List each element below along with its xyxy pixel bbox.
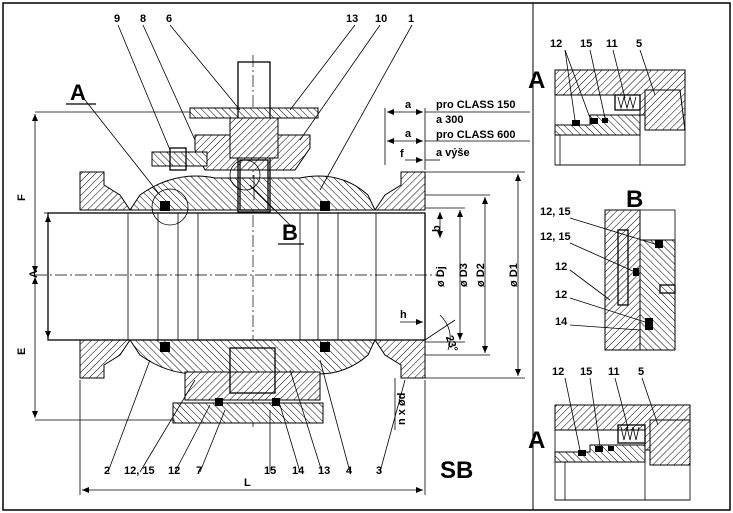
section-marker-b: B	[282, 220, 298, 245]
note-class600-line2: a výše	[436, 147, 470, 159]
detail-a-bottom-part-15: 15	[580, 366, 592, 378]
part-label-15: 15	[264, 465, 276, 477]
part-label-12: 12	[168, 465, 180, 477]
detail-a-bottom-part-11: 11	[608, 366, 620, 378]
dim-f-label: F	[16, 194, 28, 201]
right-flange-bottom	[374, 339, 426, 379]
part-label-6: 6	[166, 13, 172, 25]
dim-a-label: A	[28, 270, 40, 278]
bottom-seal-left	[215, 398, 223, 406]
part-label-13: 13	[346, 13, 358, 25]
seat-ring-left-top	[160, 201, 170, 211]
part-label-14: 14	[292, 465, 305, 477]
detail-a-bottom-part-5: 5	[638, 366, 644, 378]
detail-a-circle	[151, 188, 189, 226]
dim-h-label: h	[400, 309, 407, 321]
dim-bolts-label: n x ød	[396, 393, 408, 425]
detail-b-part-2: 12, 15	[540, 231, 571, 243]
dim-a-label-1: a	[405, 99, 412, 111]
detail-a-top	[554, 49, 686, 166]
seat-ring-left-bottom	[160, 342, 170, 352]
part-label-13-bottom: 13	[318, 465, 330, 477]
trunnion-housing	[184, 371, 321, 401]
dimension-lines	[32, 108, 530, 495]
detail-b-circle	[229, 159, 261, 191]
bottom-seal-right	[272, 398, 280, 406]
dim-dj-label: ø Dj	[435, 266, 447, 287]
note-class150-line2: a 300	[436, 114, 464, 126]
bore	[47, 212, 426, 341]
part-label-10: 10	[375, 13, 387, 25]
left-flange-top	[79, 171, 131, 211]
detail-a-top-part-15: 15	[580, 38, 592, 50]
stem-housing	[229, 117, 279, 159]
detail-a-top-part-11: 11	[606, 38, 618, 50]
detail-b-part-5: 14	[555, 316, 568, 328]
seat-ring-right-bottom	[320, 342, 330, 352]
detail-a-top-title: A	[528, 67, 545, 94]
detail-b	[569, 209, 676, 351]
detail-b-part-3: 12	[555, 261, 567, 273]
part-label-9: 9	[114, 13, 120, 25]
right-flange-top	[374, 171, 426, 211]
dim-a-label-2: a	[405, 128, 412, 140]
stem-inner	[239, 159, 269, 211]
part-label-8: 8	[140, 13, 146, 25]
dim-l-label: L	[244, 477, 251, 489]
bottom-cover	[172, 402, 324, 424]
bolt-nut	[169, 147, 187, 171]
detail-b-part-4: 12	[555, 289, 567, 301]
part-label-1: 1	[408, 13, 414, 25]
detail-a-top-part-12: 12	[550, 38, 562, 50]
part-label-4: 4	[346, 465, 353, 477]
note-class600-line1: pro CLASS 600	[436, 129, 515, 141]
detail-a-bottom-title: A	[528, 427, 545, 454]
part-leaders	[84, 24, 413, 473]
detail-a-bottom-part-12: 12	[552, 366, 564, 378]
dim-d3-label: ø D3	[458, 263, 470, 287]
dim-f-small-label: f	[400, 148, 404, 160]
part-label-3: 3	[376, 465, 382, 477]
section-marker-a: A	[70, 80, 86, 105]
part-label-12-15: 12, 15	[124, 465, 155, 477]
bonnet-bolt	[151, 151, 208, 167]
detail-a-top-part-5: 5	[636, 38, 642, 50]
main-section	[35, 55, 440, 430]
dim-d2-label: ø D2	[475, 263, 487, 287]
trunnion	[229, 347, 276, 394]
part-label-2: 2	[104, 465, 110, 477]
top-flange	[189, 107, 319, 119]
model-label: SB	[440, 457, 473, 484]
detail-a-bottom	[554, 377, 691, 501]
part-label-7: 7	[196, 465, 202, 477]
dim-angle-label: 23°	[443, 334, 460, 354]
body-upper	[129, 175, 376, 211]
detail-b-part-1: 12, 15	[540, 206, 571, 218]
left-flange-bottom	[79, 339, 131, 379]
note-class150-line1: pro CLASS 150	[436, 99, 515, 111]
seat-ring-right-top	[320, 201, 330, 211]
dim-d1-label: ø D1	[508, 263, 520, 287]
dim-e-label: E	[16, 348, 28, 355]
detail-b-title: B	[626, 186, 643, 213]
dim-b-label: b	[431, 225, 443, 232]
